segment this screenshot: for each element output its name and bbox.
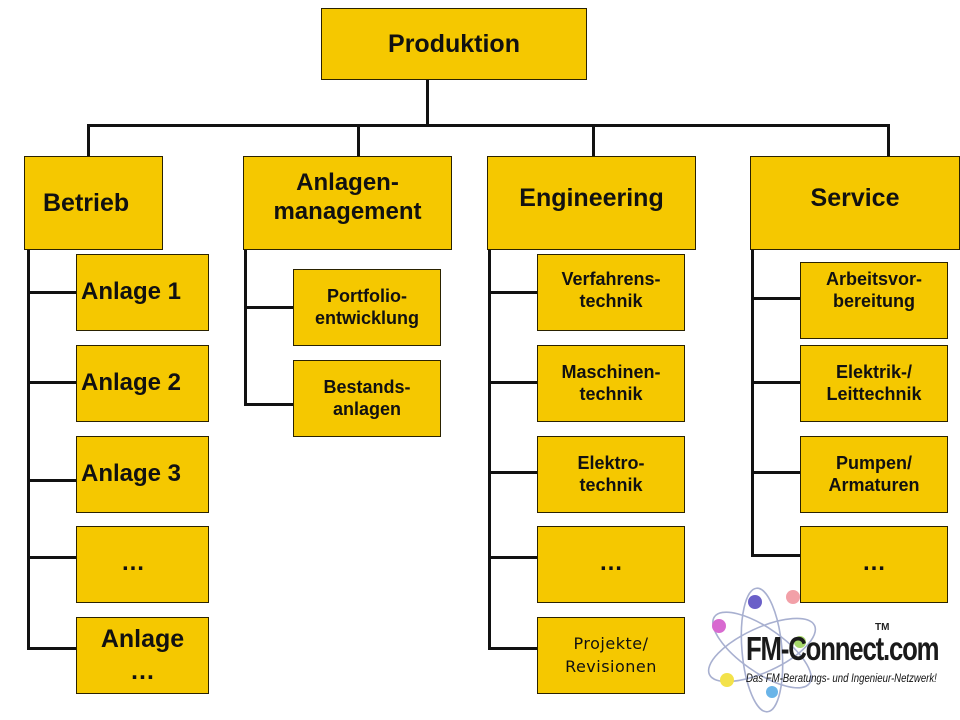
item-anlage-2: Anlage 2	[76, 345, 209, 422]
service-branch	[751, 554, 800, 557]
dept-anlagenmanagement: Anlagen- management	[243, 156, 452, 250]
anlagenmgmt-stem	[357, 124, 360, 157]
betrieb-spine	[27, 250, 30, 650]
service-branch	[751, 297, 800, 300]
engineering-stem	[592, 124, 595, 157]
betrieb-branch	[27, 479, 77, 482]
item-verfahrenstechnik: Verfahrens- technik	[537, 254, 685, 331]
fm-connect-logo: FM-Connect.com TM Das FM-Beratungs- und …	[700, 580, 960, 720]
atom-icon	[707, 587, 817, 713]
logo-tm: TM	[875, 622, 890, 633]
item-anlage-1: Anlage 1	[76, 254, 209, 331]
logo-name: FM-Connect.com	[746, 630, 940, 667]
service-spine	[751, 250, 754, 557]
dept-bus	[87, 124, 890, 127]
logo-tagline: Das FM-Beratungs- und Ingenieur-Netzwerk…	[746, 671, 937, 685]
engineering-branch	[488, 647, 537, 650]
service-branch	[751, 381, 800, 384]
betrieb-stem	[87, 124, 90, 157]
dept-service: Service	[750, 156, 960, 250]
item-anlage-more: Anlage …	[76, 617, 209, 694]
service-stem	[887, 124, 890, 157]
item-bestandsanlagen: Bestands- anlagen	[293, 360, 441, 437]
item-pumpen-armaturen: Pumpen/ Armaturen	[800, 436, 948, 513]
engineering-branch	[488, 381, 537, 384]
item-arbeitsvorbereitung: Arbeitsvor- bereitung	[800, 262, 948, 339]
betrieb-branch	[27, 556, 77, 559]
item-betrieb-ellipsis: …	[76, 526, 209, 603]
engineering-branch	[488, 291, 537, 294]
dept-engineering: Engineering	[487, 156, 696, 250]
betrieb-branch	[27, 381, 77, 384]
engineering-spine	[488, 250, 491, 650]
anlagenmgmt-branch	[244, 403, 293, 406]
service-branch	[751, 471, 800, 474]
dept-betrieb: Betrieb	[24, 156, 163, 250]
betrieb-branch	[27, 647, 77, 650]
item-projekte-revisionen: Projekte/ Revisionen	[537, 617, 685, 694]
anlagenmgmt-branch	[244, 306, 293, 309]
engineering-branch	[488, 556, 537, 559]
item-portfolioentwicklung: Portfolio- entwicklung	[293, 269, 441, 346]
item-engineering-ellipsis: …	[537, 526, 685, 603]
item-maschinentechnik: Maschinen- technik	[537, 345, 685, 422]
item-elektrik-leittechnik: Elektrik-/ Leittechnik	[800, 345, 948, 422]
root-node: Produktion	[321, 8, 587, 80]
item-anlage-3: Anlage 3	[76, 436, 209, 513]
item-service-ellipsis: …	[800, 526, 948, 603]
anlagenmgmt-spine	[244, 250, 247, 406]
betrieb-branch	[27, 291, 77, 294]
root-stem	[426, 80, 429, 126]
item-elektrotechnik: Elektro- technik	[537, 436, 685, 513]
engineering-branch	[488, 471, 537, 474]
